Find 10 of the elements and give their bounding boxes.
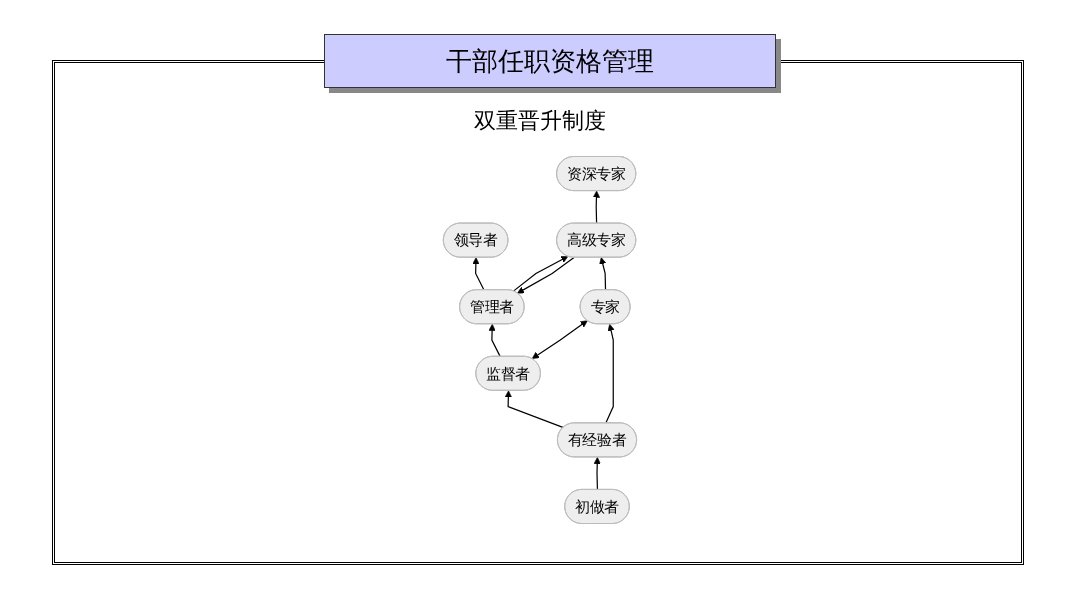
arrow — [605, 323, 615, 424]
arrow — [599, 257, 607, 291]
arrow — [592, 190, 600, 225]
arrow — [512, 256, 569, 292]
arrow — [593, 457, 601, 491]
arrow — [531, 320, 588, 359]
arrow — [488, 323, 501, 358]
arrow — [472, 257, 485, 291]
subtitle: 双重晋升制度 — [474, 107, 606, 135]
arrow — [517, 256, 575, 294]
